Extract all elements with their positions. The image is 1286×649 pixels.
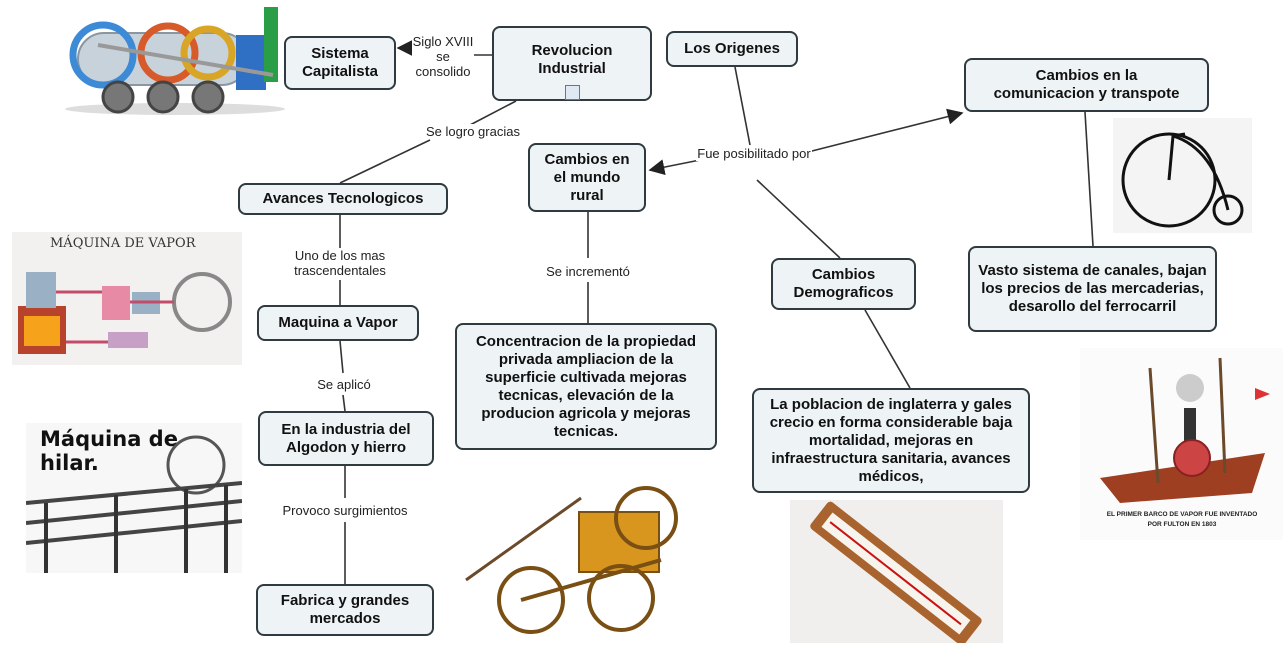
node-vasto-sistema[interactable]: Vasto sistema de canales, bajan los prec… [968,246,1217,332]
barco-vapor-caption: EL PRIMER BARCO DE VAPOR FUE INVENTADO P… [1106,511,1258,528]
node-los-origenes[interactable]: Los Origenes [666,31,798,67]
line-demograficos-poblacion [864,309,911,389]
node-cambios-rural[interactable]: Cambios en el mundo rural [528,143,646,212]
link-label-logro: Se logro gracias [412,124,534,139]
line-fue-demograficos [756,179,841,259]
node-sistema-capitalista[interactable]: Sistema Capitalista [284,36,396,90]
barco-vapor-image: EL PRIMER BARCO DE VAPOR FUE INVENTADO P… [1080,348,1283,540]
bicicleta-image [1113,118,1252,233]
locomotive-image [58,5,292,117]
link-label-incremento: Se incrementó [530,264,646,279]
link-label-siglo: Siglo XVIII se consolido [412,34,474,79]
image-attachment-icon[interactable] [565,85,580,100]
sembradora-image [461,470,713,644]
node-cambios-demograficos[interactable]: Cambios Demograficos [771,258,916,310]
node-industria-algodon[interactable]: En la industria del Algodon y hierro [258,411,434,466]
maquina-vapor-caption: MÁQUINA DE VAPOR [50,236,196,251]
maquina-hilar-image: Máquina de hilar. [26,423,242,573]
node-cambios-comunicacion[interactable]: Cambios en la comunicacion y transpote [964,58,1209,112]
node-fabrica-mercados[interactable]: Fabrica y grandes mercados [256,584,434,636]
line-origenes-fue [734,66,751,146]
link-label-trascendentales: Uno de los mas trascendentales [280,248,400,278]
link-label-posibilitado: Fue posibilitado por [696,146,812,161]
line-comunicacion-canales [1084,111,1094,247]
maquina-vapor-image: MÁQUINA DE VAPOR [12,232,242,365]
node-poblacion[interactable]: La poblacion de inglaterra y gales creci… [752,388,1030,493]
node-revolucion-industrial[interactable]: Revolucion Industrial [492,26,652,101]
node-concentracion[interactable]: Concentracion de la propiedad privada am… [455,323,717,450]
line-maquina-se [339,340,344,374]
line-logro-avances [339,139,431,184]
link-label-aplico: Se aplicó [296,377,392,392]
line-revolucion-logro [469,100,517,126]
line-se-algodon [342,394,346,412]
node-maquina-vapor[interactable]: Maquina a Vapor [257,305,419,341]
arrow-to-rural [648,159,701,176]
arrow-to-comunicacion [807,108,964,153]
termometro-image [790,500,1003,646]
node-avances-tecnologicos[interactable]: Avances Tecnologicos [238,183,448,215]
link-label-provoco: Provoco surgimientos [270,503,420,518]
maquina-hilar-caption: Máquina de hilar. [40,427,178,475]
node-revolucion-label: Revolucion Industrial [531,42,613,77]
